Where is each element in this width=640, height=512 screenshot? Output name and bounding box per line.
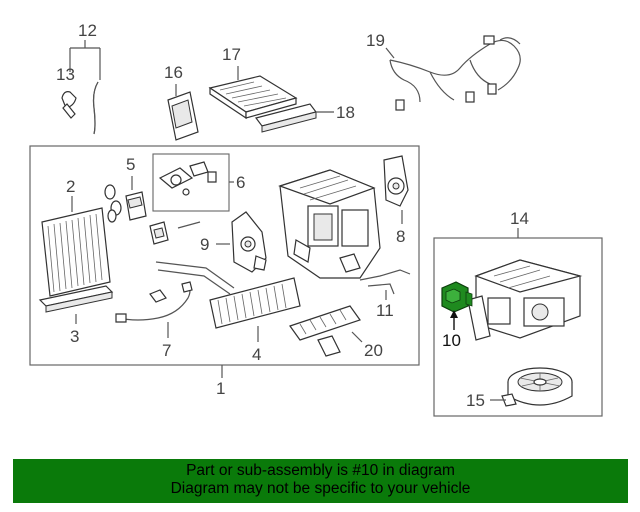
part-2-evaporator — [41, 196, 111, 297]
banner-line-2: Diagram may not be specific to your vehi… — [170, 480, 471, 497]
heater-case-housing — [278, 169, 381, 279]
label-part-12: 12 — [78, 21, 97, 40]
part-3-drain-tray — [38, 285, 114, 324]
part-8-damper — [383, 155, 409, 224]
part-4-heater-core — [155, 261, 301, 342]
label-part-1: 1 — [216, 379, 225, 398]
label-part-16: 16 — [164, 63, 183, 82]
part-20-ptc-heater — [289, 305, 363, 357]
label-part-8: 8 — [396, 227, 405, 246]
label-part-15: 15 — [466, 391, 485, 410]
misc-fittings — [149, 221, 201, 303]
label-part-20: 20 — [364, 341, 383, 360]
label-part-13: 13 — [56, 65, 75, 84]
label-part-10: 10 — [442, 331, 461, 350]
part-6-frame — [152, 153, 230, 212]
part-18-filter-cover — [254, 103, 334, 133]
label-part-6: 6 — [236, 173, 245, 192]
label-part-19: 19 — [366, 31, 385, 50]
part-11-pipe — [359, 269, 411, 300]
label-part-3: 3 — [70, 327, 79, 346]
part-17-cabin-filter — [208, 66, 298, 120]
parts-diagram: 12 13 16 17 18 19 2 5 6 9 8 14 11 3 7 4 … — [29, 21, 603, 417]
part-6-pipe-fittings — [158, 161, 234, 196]
part-12-13-hoses — [61, 40, 101, 135]
part-7-wire — [115, 281, 193, 338]
part-5-expansion-valve — [104, 176, 147, 223]
part-15-blower-motor — [490, 367, 573, 407]
part-9-servo-motor — [216, 211, 267, 273]
label-part-7: 7 — [162, 341, 171, 360]
main-assembly-frame — [29, 145, 420, 366]
info-banner: Part or sub-assembly is #10 in diagram D… — [13, 459, 628, 503]
label-part-14: 14 — [510, 209, 529, 228]
part-19-wire-harness — [385, 35, 521, 111]
part-16-control-module — [167, 84, 199, 141]
part-14-blower-assembly — [467, 228, 583, 341]
label-part-4: 4 — [252, 345, 261, 364]
banner-line-1: Part or sub-assembly is #10 in diagram — [186, 462, 455, 479]
label-part-17: 17 — [222, 45, 241, 64]
label-part-9: 9 — [200, 235, 209, 254]
label-part-18: 18 — [336, 103, 355, 122]
label-part-11: 11 — [376, 301, 394, 320]
label-part-2: 2 — [66, 177, 75, 196]
part-10-highlighted — [441, 281, 473, 330]
label-part-5: 5 — [126, 155, 135, 174]
